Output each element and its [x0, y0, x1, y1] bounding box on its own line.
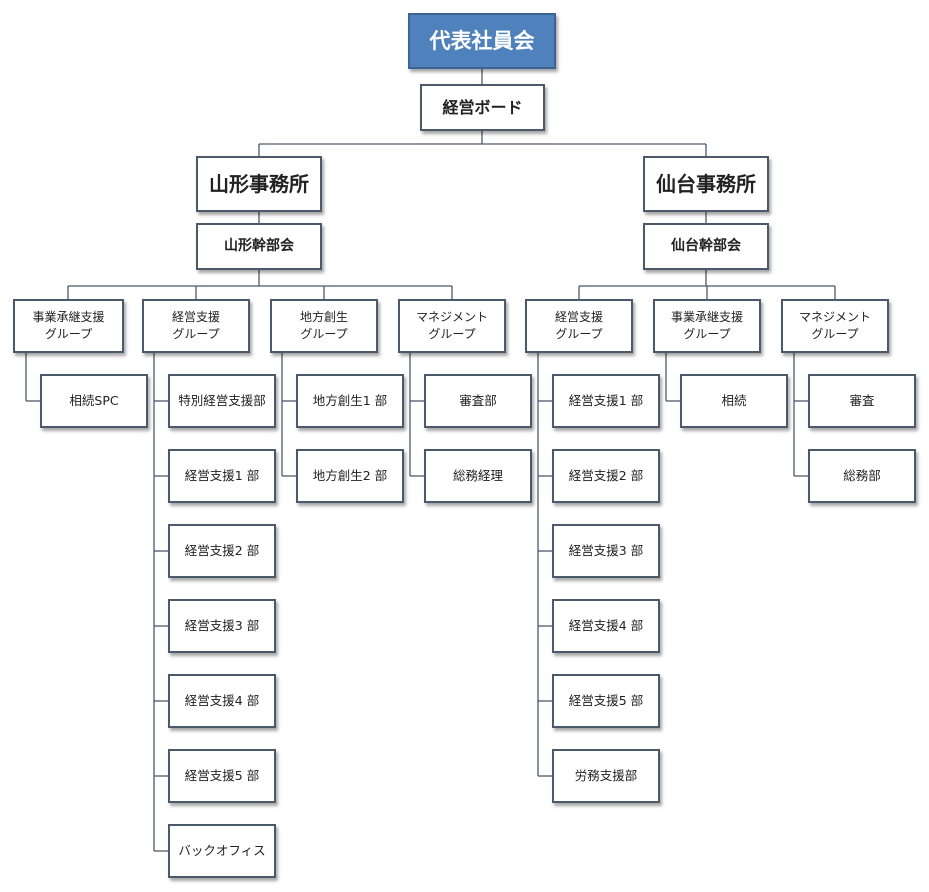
- dept-box: バックオフィス: [168, 824, 276, 878]
- dept-box: 経営支援2 部: [552, 449, 660, 503]
- yamagata-group-management-support: 経営支援 グループ: [142, 299, 250, 353]
- group-name: マネジメント: [798, 309, 871, 324]
- dept-box: 経営支援4 部: [552, 599, 660, 653]
- dept-box: 相続: [680, 374, 788, 428]
- dept-box: 地方創生1 部: [296, 374, 404, 428]
- yamagata-group-succession: 事業承継支援 グループ: [13, 299, 124, 353]
- dept-box: 特別経営支援部: [168, 374, 276, 428]
- group-suffix: グループ: [683, 327, 731, 341]
- sendai-group-succession: 事業承継支援 グループ: [653, 299, 761, 353]
- sendai-group-management: マネジメント グループ: [781, 299, 889, 353]
- group-name: 経営支援: [171, 309, 220, 324]
- group-suffix: グループ: [172, 327, 220, 341]
- group-suffix: グループ: [428, 327, 476, 341]
- dept-box: 経営支援4 部: [168, 674, 276, 728]
- group-suffix: グループ: [811, 327, 859, 341]
- management-board-box: 経営ボード: [420, 84, 545, 131]
- dept-box: 経営支援3 部: [552, 524, 660, 578]
- group-name: 経営支援: [554, 309, 603, 324]
- dept-box: 地方創生2 部: [296, 449, 404, 503]
- dept-box: 相続SPC: [40, 374, 148, 428]
- yamagata-exec-box: 山形幹部会: [196, 223, 322, 270]
- sendai-office-box: 仙台事務所: [643, 156, 769, 212]
- yamagata-office-box: 山形事務所: [196, 156, 322, 212]
- sendai-exec-box: 仙台幹部会: [643, 223, 769, 270]
- group-suffix: グループ: [44, 327, 93, 341]
- dept-box: 経営支援5 部: [168, 749, 276, 803]
- dept-box: 審査: [808, 374, 916, 428]
- dept-box: 経営支援1 部: [552, 374, 660, 428]
- group-suffix: グループ: [300, 327, 348, 341]
- yamagata-group-regional: 地方創生 グループ: [270, 299, 378, 353]
- dept-box: 審査部: [424, 374, 532, 428]
- group-name: 地方創生: [299, 309, 348, 324]
- dept-box: 経営支援1 部: [168, 449, 276, 503]
- top-council-box: 代表社員会: [408, 13, 556, 69]
- dept-box: 経営支援2 部: [168, 524, 276, 578]
- group-suffix: グループ: [555, 327, 603, 341]
- dept-box: 総務部: [808, 449, 916, 503]
- dept-box: 経営支援5 部: [552, 674, 660, 728]
- sendai-group-management-support: 経営支援 グループ: [525, 299, 633, 353]
- group-name: マネジメント: [415, 309, 488, 324]
- yamagata-group-management: マネジメント グループ: [398, 299, 506, 353]
- group-name: 事業承継支援: [32, 309, 105, 324]
- dept-box: 総務経理: [424, 449, 532, 503]
- dept-box: 経営支援3 部: [168, 599, 276, 653]
- group-name: 事業承継支援: [670, 309, 743, 324]
- dept-box: 労務支援部: [552, 749, 660, 803]
